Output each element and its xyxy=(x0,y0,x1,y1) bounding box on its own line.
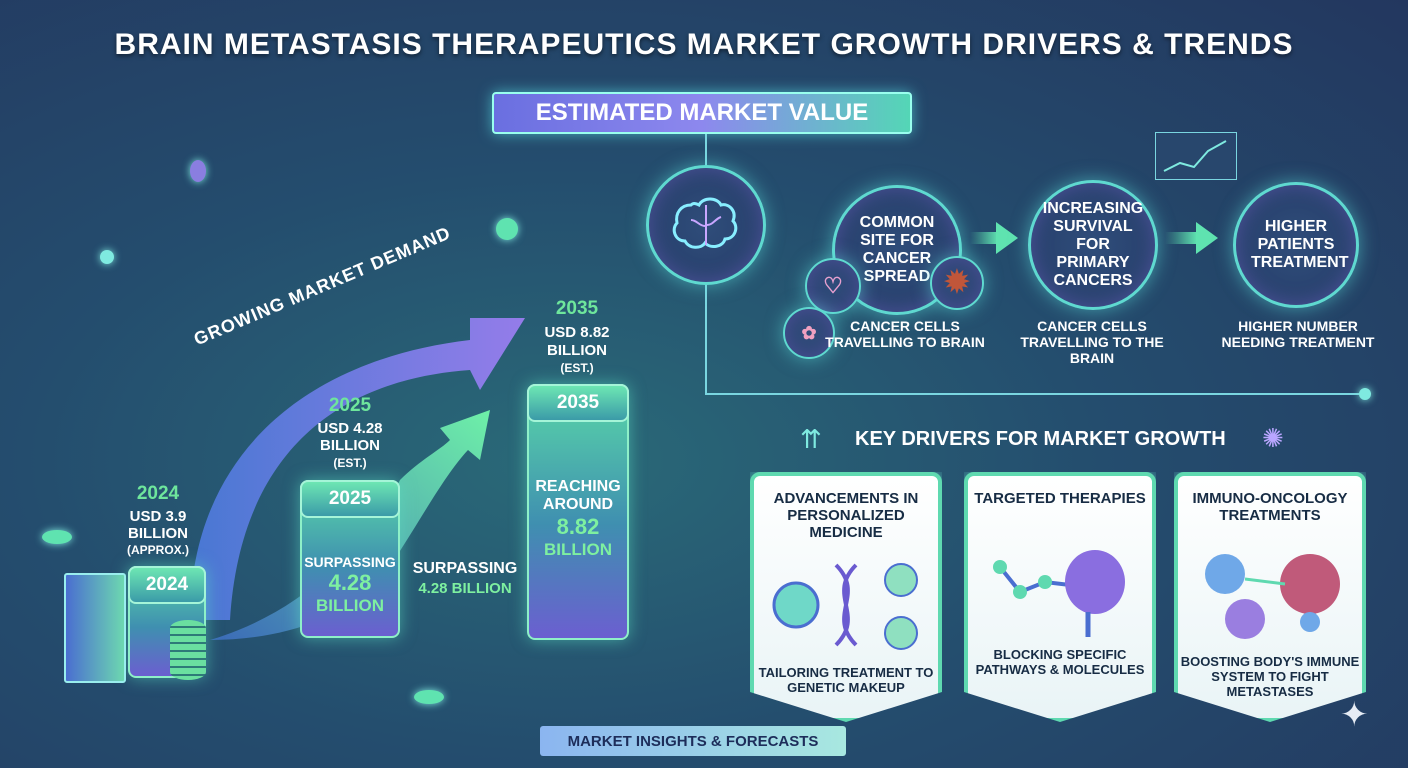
value-2035: USD 8.82 xyxy=(544,324,610,341)
flow-circle-higher-patients: HIGHER PATIENTS TREATMENT xyxy=(1233,182,1359,308)
pillar-text: BILLION xyxy=(316,596,384,615)
network-node xyxy=(190,160,206,182)
flow-arrow xyxy=(1165,232,1197,244)
pillar-2035: 2035 REACHING AROUND 8.82 BILLION xyxy=(527,384,629,640)
key-drivers-heading: KEY DRIVERS FOR MARKET GROWTH xyxy=(855,428,1226,450)
flow-circle-label: INCREASING SURVIVAL FOR PRIMARY CANCERS xyxy=(1042,200,1144,289)
unit-2035: BILLION xyxy=(547,342,607,359)
network-node xyxy=(100,250,114,264)
trend-chart-icon xyxy=(1155,132,1237,180)
estimated-market-value-banner: ESTIMATED MARKET VALUE xyxy=(492,92,912,134)
network-node xyxy=(496,218,518,240)
breast-tissue-icon: ✿ xyxy=(783,307,835,359)
unit-2025: BILLION xyxy=(320,437,380,454)
surpassing-value: 4.28 BILLION xyxy=(418,580,512,597)
growth-arrows-icon: ⇈ xyxy=(800,424,822,454)
flow-circle-increasing-survival: INCREASING SURVIVAL FOR PRIMARY CANCERS xyxy=(1028,180,1158,310)
card-description: BLOCKING SPECIFIC PATHWAYS & MOLECULES xyxy=(975,647,1145,677)
driver-card-immuno-oncology: IMMUNO-ONCOLOGY TREATMENTS BOOSTING BODY… xyxy=(1174,472,1366,722)
note-2024: (APPROX.) xyxy=(126,543,189,557)
pillar-2025: 2025 SURPASSING 4.28 BILLION xyxy=(300,480,400,638)
lungs-icon: ♡ xyxy=(805,258,861,314)
value-2025: USD 4.28 xyxy=(317,420,383,437)
page-title: BRAIN METASTASIS THERAPEUTICS MARKET GRO… xyxy=(114,28,1294,61)
network-node xyxy=(414,690,444,704)
flow-caption: CANCER CELLS TRAVELLING TO THE BRAIN xyxy=(1020,318,1164,366)
driver-card-targeted-therapies: TARGETED THERAPIES BLOCKING SPECIFIC PAT… xyxy=(964,472,1156,722)
targeted-molecule-icon xyxy=(980,537,1140,637)
building-icon xyxy=(64,573,126,683)
card-title: IMMUNO-ONCOLOGY TREATMENTS xyxy=(1192,490,1348,524)
card-description: BOOSTING BODY'S IMMUNE SYSTEM TO FIGHT M… xyxy=(1180,654,1360,699)
flow-arrow-head xyxy=(1196,222,1218,254)
pillar-value: 8.82 xyxy=(556,514,600,539)
pillar-text: BILLION xyxy=(544,540,612,559)
sparkle-icon: ✦ xyxy=(1340,696,1369,734)
surpassing-label: SURPASSING xyxy=(412,560,518,577)
molecule-icon: ✺ xyxy=(1262,423,1284,453)
pillar-cap-2024: 2024 xyxy=(128,566,206,604)
market-insights-footer: MARKET INSIGHTS & FORECASTS xyxy=(540,726,846,756)
unit-2024: BILLION xyxy=(128,525,188,542)
pillar-text: SURPASSING xyxy=(304,554,396,570)
pillar-text: AROUND xyxy=(542,496,614,513)
year-label-2025: 2025 xyxy=(328,395,372,416)
flow-arrow xyxy=(970,232,998,244)
flow-caption: HIGHER NUMBER NEEDING TREATMENT xyxy=(1221,318,1375,350)
flow-circle-label: HIGHER PATIENTS TREATMENT xyxy=(1251,218,1349,271)
connector-dot xyxy=(1359,388,1371,400)
growing-market-demand-arrow xyxy=(190,318,525,640)
note-2025: (EST.) xyxy=(333,456,367,470)
card-title: TARGETED THERAPIES xyxy=(974,490,1146,507)
flow-circle-label: COMMON SITE FOR CANCER SPREAD xyxy=(859,214,935,285)
pillar-value: 4.28 xyxy=(328,570,372,595)
year-label-2024: 2024 xyxy=(136,483,180,504)
pillar-cap-2025: 2025 xyxy=(300,480,400,518)
immune-cells-icon xyxy=(1190,544,1350,644)
flow-arrow-head xyxy=(996,222,1018,254)
network-node xyxy=(42,530,72,544)
dna-person-icon xyxy=(766,555,926,655)
value-2024: USD 3.9 xyxy=(129,508,187,525)
brain-icon xyxy=(646,165,766,285)
connector-line xyxy=(705,393,1365,395)
card-description: TAILORING TREATMENT TO GENETIC MAKEUP xyxy=(758,665,934,695)
flow-caption: CANCER CELLS TRAVELLING TO BRAIN xyxy=(825,318,985,350)
cancer-cell-icon: ✹ xyxy=(930,256,984,310)
year-label-2035: 2035 xyxy=(555,298,599,319)
card-title: ADVANCEMENTS IN PERSONALIZED MEDICINE xyxy=(773,490,919,541)
driver-card-personalized-medicine: ADVANCEMENTS IN PERSONALIZED MEDICINE TA… xyxy=(750,472,942,722)
note-2035: (EST.) xyxy=(560,361,594,375)
coin-stack-icon xyxy=(170,620,206,680)
pillar-cap-2035: 2035 xyxy=(527,384,629,422)
pillar-text: REACHING xyxy=(535,478,621,495)
